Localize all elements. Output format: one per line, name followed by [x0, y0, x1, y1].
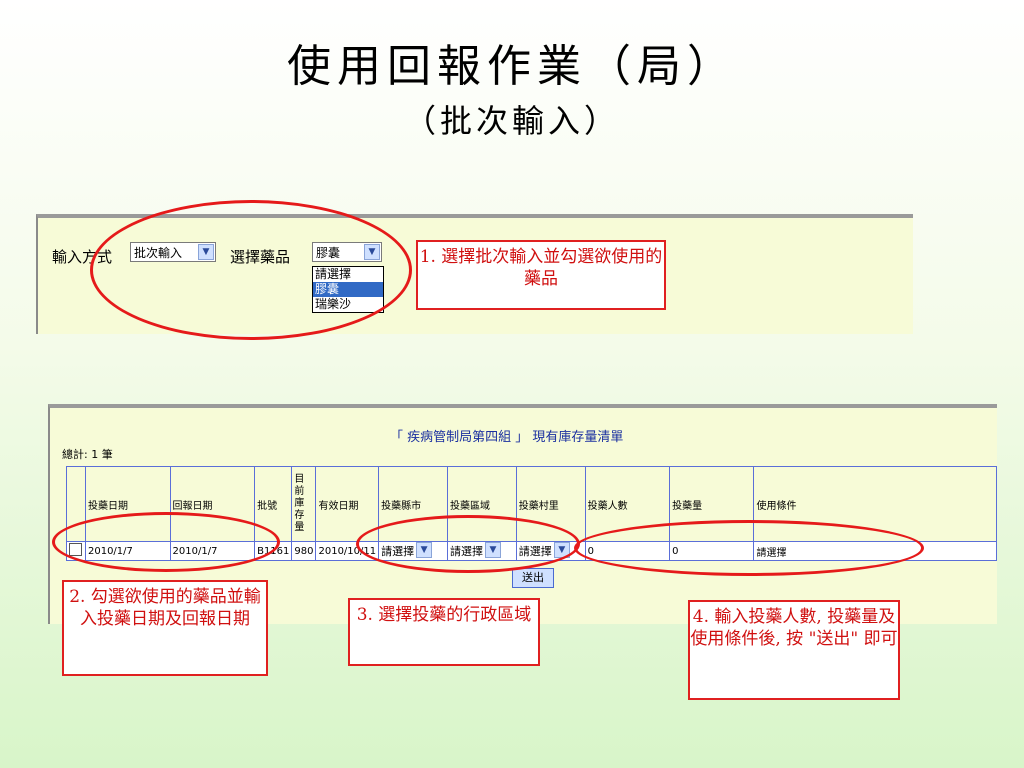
highlight-ellipse-1: [90, 200, 412, 340]
slide-subtitle: （批次輸入）: [403, 102, 620, 140]
callout-step-4: 4. 輸入投藥人數, 投藥量及使用條件後, 按 "送出" 即可: [688, 600, 900, 700]
callout-step-3: 3. 選擇投藥的行政區域: [348, 598, 540, 666]
stock-cell: 980: [291, 541, 317, 561]
highlight-ellipse-3: [356, 515, 580, 573]
callout-step-2: 2. 勾選欲使用的藥品並輸入投藥日期及回報日期: [62, 580, 268, 676]
callout-step-1: 1. 選擇批次輸入並勾選欲使用的藥品: [416, 240, 666, 310]
total-count: 總計: 1 筆: [62, 448, 113, 461]
list-title: 「 疾病管制局第四組 」 現有庫存量清單: [390, 430, 624, 445]
submit-button[interactable]: 送出: [512, 568, 554, 588]
highlight-ellipse-4: [574, 520, 924, 576]
header-stock-text: 目前庫存量: [294, 474, 305, 533]
highlight-ellipse-2: [52, 512, 280, 572]
table-header-row: 投藥日期 回報日期 批號 目前庫存量 有效日期 投藥縣市 投藥區域 投藥村里 投…: [66, 466, 997, 542]
slide-title: 使用回報作業（局）: [287, 41, 737, 92]
header-stock: 目前庫存量: [291, 466, 317, 542]
